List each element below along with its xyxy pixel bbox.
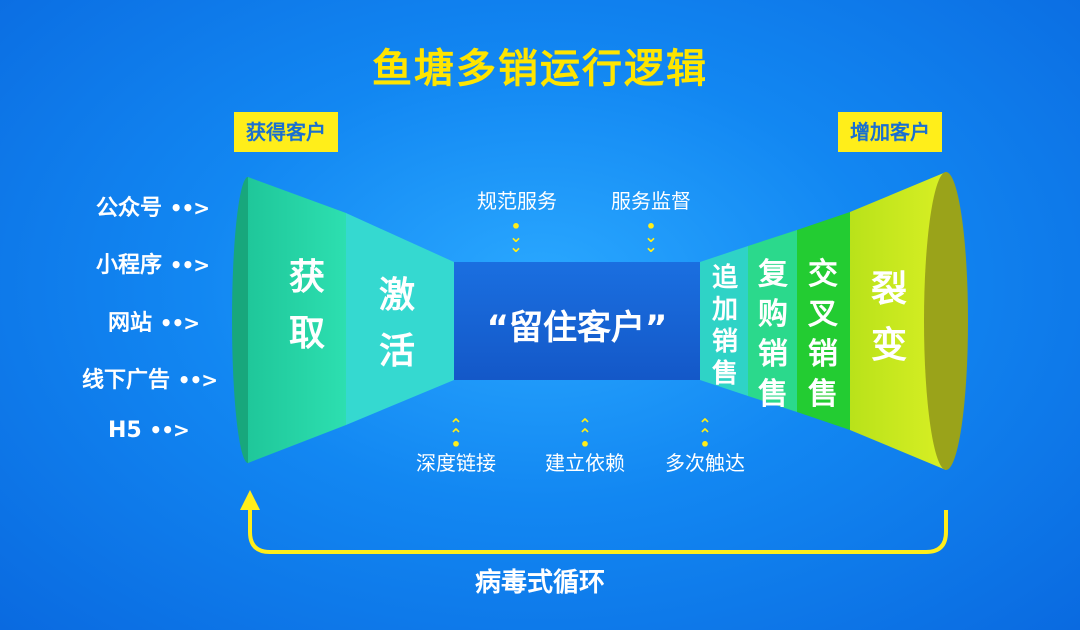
source-item: 网站 ••> — [108, 305, 200, 337]
source-item: 公众号 ••> — [96, 190, 210, 222]
loop-arrowhead-icon — [240, 490, 260, 510]
label-cross-sales: 交 叉 销 售 — [808, 257, 838, 412]
label-activate: 激 活 — [378, 275, 415, 372]
diagram-title: 鱼塘多销运行逻辑 — [372, 46, 708, 92]
tag-get-customers: 获得客户 — [234, 112, 338, 152]
segment-activate — [346, 213, 454, 425]
label-retain-customers: “留住客户” — [486, 308, 668, 348]
segment-retain — [454, 262, 700, 380]
funnel-right-cap — [924, 172, 968, 470]
arrow-right-icon: ••> — [149, 418, 189, 442]
chevron-up-icon: ⌃⌃• — [449, 415, 463, 454]
viral-loop-label: 病毒式循环 — [474, 568, 605, 598]
segment-fission — [850, 172, 946, 470]
label-fission: 裂 变 — [870, 269, 907, 366]
arrow-right-icon: ••> — [169, 196, 210, 220]
label-addon-sales: 追 加 销 售 — [711, 263, 738, 389]
source-label: 公众号 — [96, 196, 163, 221]
source-label: H5 — [108, 418, 142, 443]
chevron-up-icon: ⌃⌃• — [698, 415, 712, 454]
source-label: 网站 — [108, 311, 153, 336]
arrow-right-icon: ••> — [169, 253, 210, 277]
source-item: 小程序 ••> — [96, 247, 210, 279]
tag-add-customers: 增加客户 — [838, 112, 942, 152]
note-service-supervision: 服务监督 — [611, 189, 691, 213]
note-standard-service: 规范服务 — [477, 189, 557, 213]
chevron-down-icon: •⌄⌄ — [644, 217, 658, 256]
label-acquire: 获 取 — [288, 257, 325, 354]
arrow-right-icon: ••> — [159, 311, 200, 335]
chevron-down-icon: •⌄⌄ — [509, 217, 523, 256]
source-item: H5 ••> — [108, 418, 190, 443]
segment-repeat — [748, 230, 797, 412]
note-build-dependence: 建立依赖 — [545, 451, 625, 475]
note-deep-link: 深度链接 — [416, 451, 496, 475]
note-multiple-touch: 多次触达 — [665, 451, 745, 475]
viral-loop-arrow — [248, 505, 948, 554]
arrow-right-icon: ••> — [177, 368, 218, 392]
segment-cross — [797, 212, 850, 430]
source-label: 线下广告 — [82, 368, 171, 393]
source-item: 线下广告 ••> — [82, 362, 218, 394]
source-label: 小程序 — [96, 253, 163, 278]
segment-addon — [700, 246, 748, 396]
label-repeat-sales: 复 购 销 售 — [758, 257, 788, 412]
chevron-up-icon: ⌃⌃• — [578, 415, 592, 454]
segment-acquire — [248, 177, 346, 463]
